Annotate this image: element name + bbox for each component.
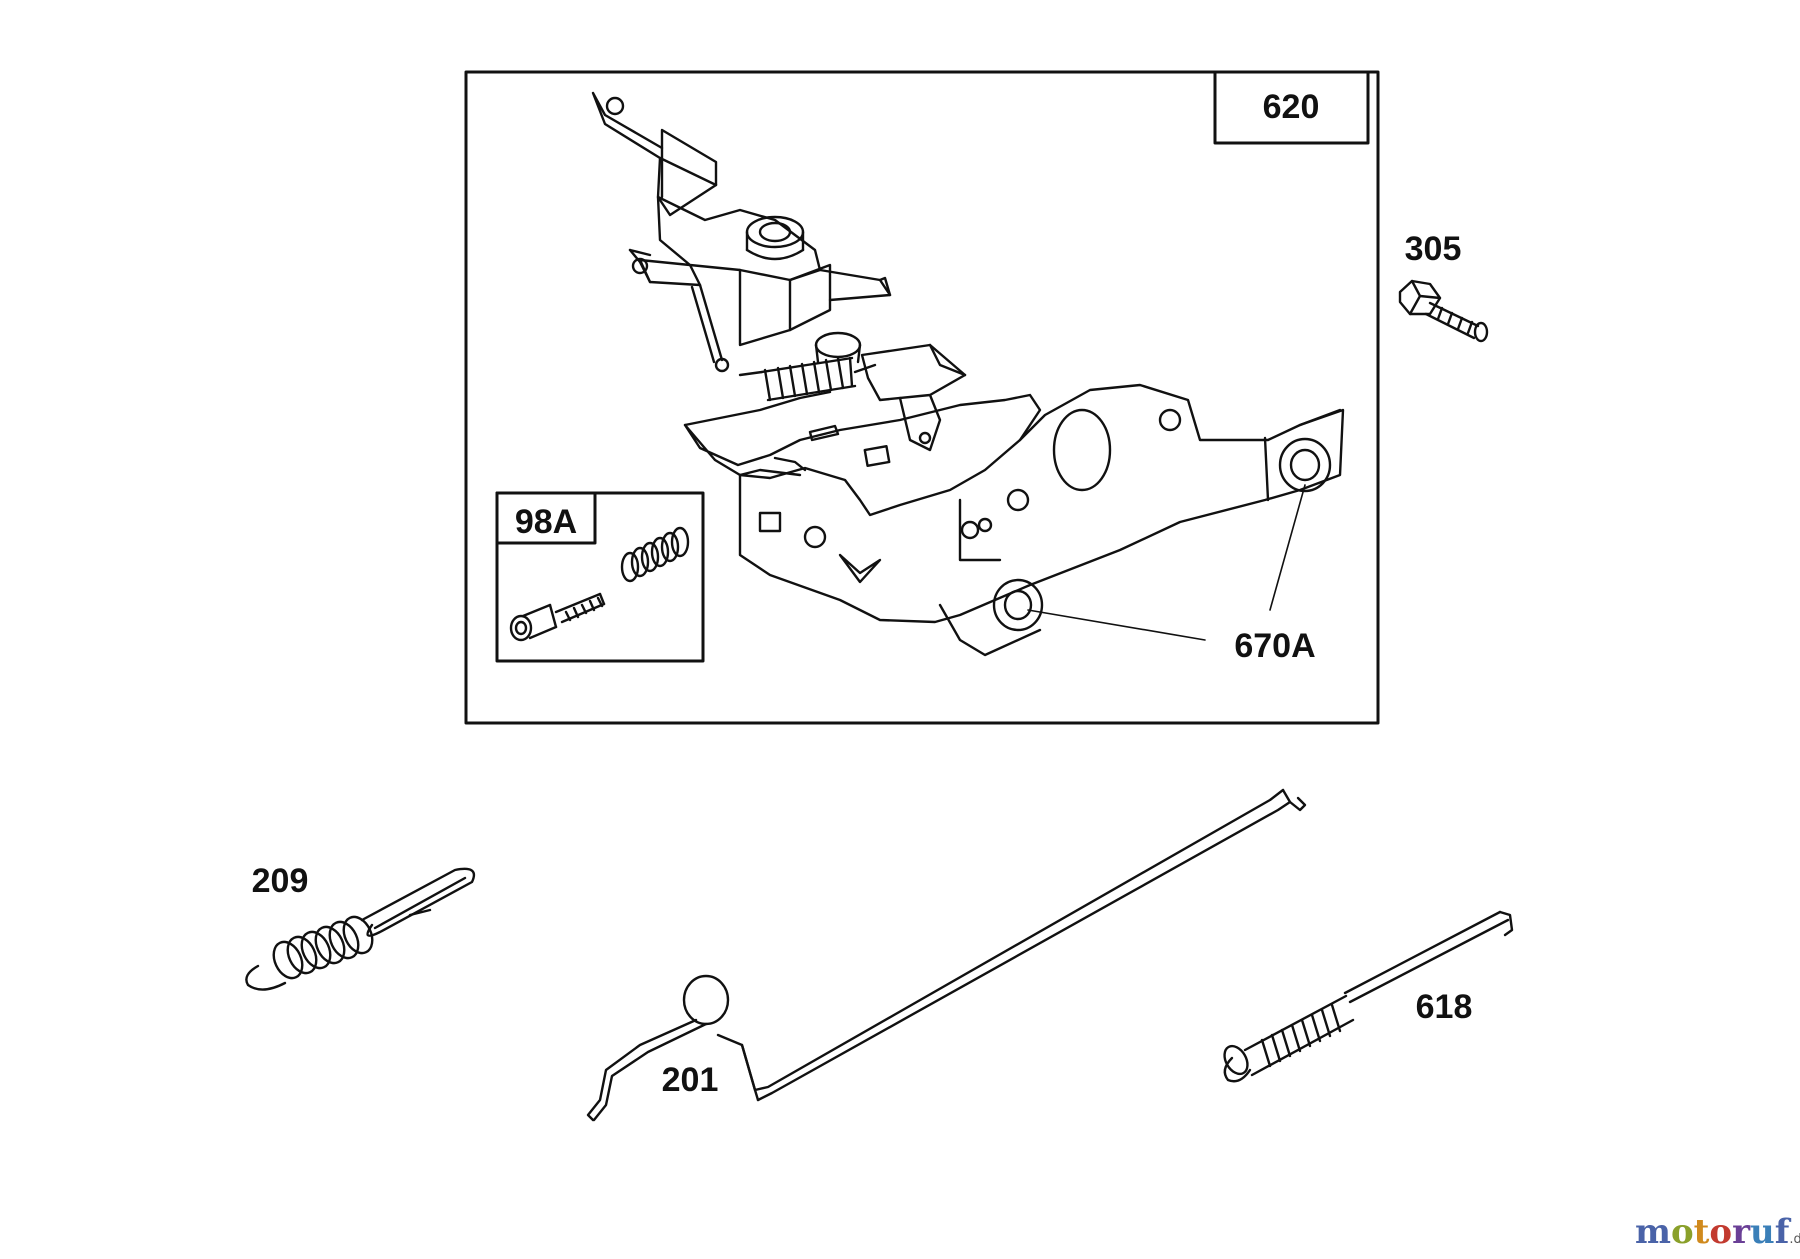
callout-670a: 670A — [1234, 627, 1315, 665]
callout-305: 305 — [1405, 230, 1462, 268]
watermark-letter: t — [1693, 1212, 1710, 1252]
callout-201: 201 — [662, 1061, 719, 1099]
link-rod-201-drawing — [586, 788, 1307, 1122]
kit-label-box — [495, 491, 597, 545]
callout-209: 209 — [252, 862, 309, 900]
callout-618: 618 — [1416, 988, 1473, 1026]
watermark-letter: f — [1774, 1212, 1790, 1252]
watermark-letter: o — [1670, 1212, 1694, 1252]
assembly-label-box — [1213, 70, 1370, 145]
kit-screw-drawing — [509, 592, 606, 642]
spring-209-drawing — [245, 867, 476, 991]
callout-98a: 98A — [515, 503, 577, 541]
kit-frame — [495, 491, 705, 663]
bolt-drawing — [1398, 279, 1489, 343]
watermark-letter: m — [1635, 1212, 1671, 1252]
watermark-suffix: .de — [1789, 1232, 1800, 1247]
kit-spring-drawing — [620, 526, 690, 583]
assembly-frame — [464, 70, 1380, 725]
spring-618-drawing — [1223, 910, 1514, 1083]
watermark-letter: r — [1732, 1212, 1750, 1252]
watermark-letter: u — [1750, 1212, 1775, 1252]
control-bracket-drawing — [591, 91, 1345, 657]
callout-620: 620 — [1263, 88, 1320, 126]
watermark-letter: o — [1709, 1212, 1733, 1252]
leader-line-670a-a — [1027, 609, 1206, 641]
leader-line-670a-b — [1269, 484, 1306, 611]
watermark-logo: motoruf.de — [1635, 1212, 1800, 1252]
